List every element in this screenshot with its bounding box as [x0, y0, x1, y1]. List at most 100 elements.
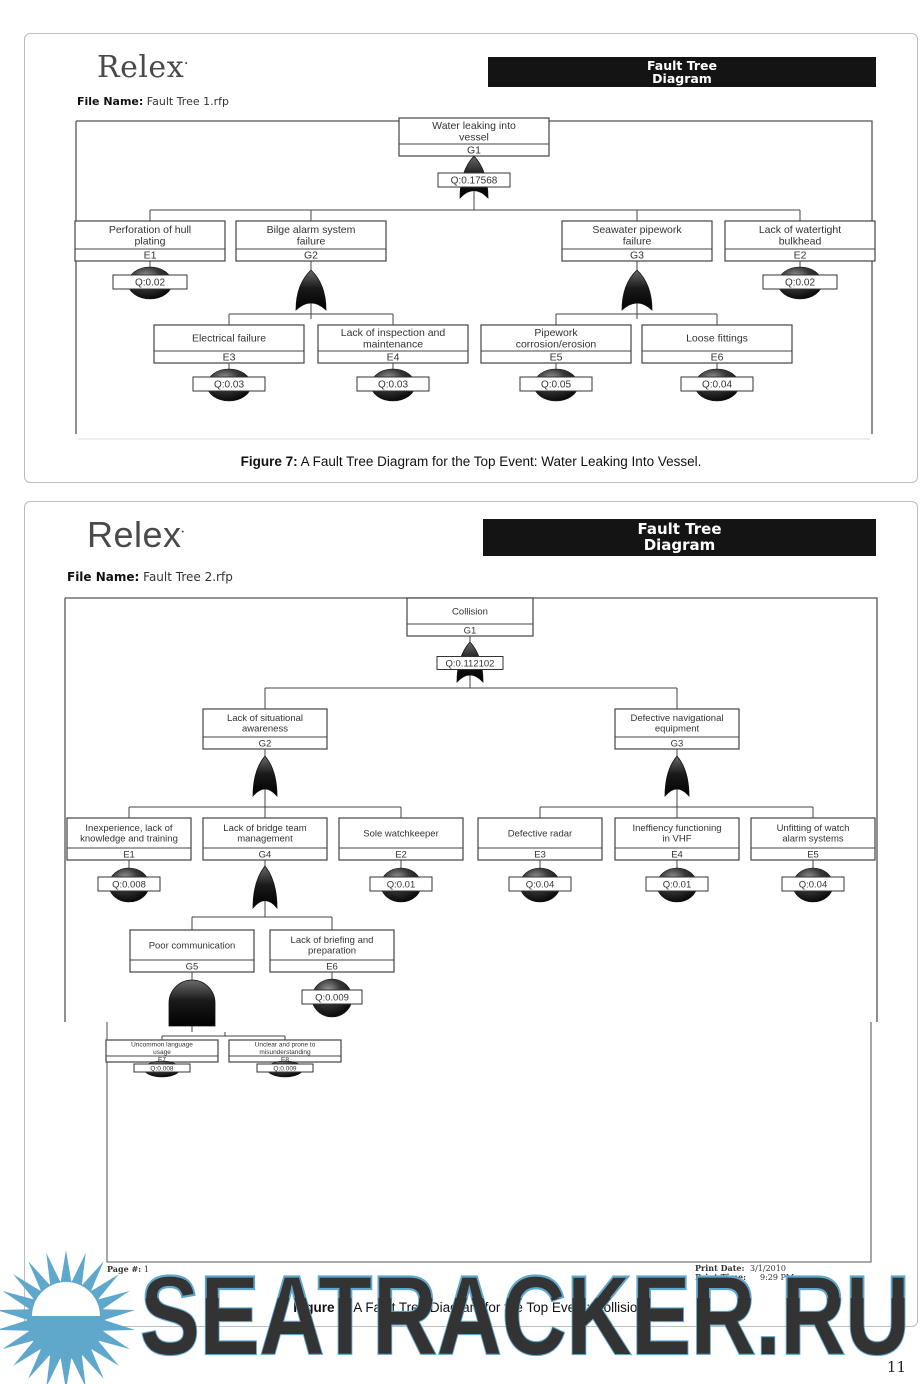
banner-line-2: Diagram	[652, 71, 712, 86]
event-id: G3	[671, 738, 684, 749]
page-label: Page #:	[107, 1264, 142, 1274]
event-id: E1	[123, 849, 135, 860]
relex-logo: Relex•	[97, 50, 189, 85]
probability-label: Q:0.04	[680, 376, 754, 392]
probability-label-frame	[680, 376, 754, 392]
caption-text: A Fault Tree Diagram for the Top Event: …	[297, 454, 702, 469]
probability-label-frame	[519, 376, 593, 392]
probability-value: Q:0.04	[526, 879, 555, 890]
probability-label-frame	[436, 656, 504, 670]
probability-label-frame	[762, 274, 838, 290]
file-name-label: File Name:	[67, 570, 140, 584]
event-label: bulkhead	[779, 235, 822, 247]
probability-value: Q:0.03	[378, 380, 408, 391]
probability-label: Q:0.01	[369, 876, 433, 892]
probability-label-frame	[781, 876, 845, 892]
trademark-mark: •	[181, 529, 185, 536]
event-id: G1	[464, 625, 477, 636]
event-box-frame	[724, 220, 876, 262]
probability-label-frame	[133, 1063, 191, 1073]
event-id: E2	[794, 250, 807, 262]
event-box-frame	[153, 324, 305, 364]
probability-label-frame	[97, 876, 161, 892]
print-time-label: Print Time:	[695, 1272, 747, 1282]
event-box-frame	[74, 220, 226, 262]
event-label: Lack of inspection and	[341, 327, 446, 339]
event-label: Loose fittings	[686, 333, 748, 345]
event-label: misunderstanding	[259, 1049, 311, 1056]
event-label: Collision	[452, 606, 488, 617]
event-label: Inexperience, lack of	[85, 823, 172, 834]
caption-text: A Fault Tree Diagram for the Top Event: …	[350, 1300, 649, 1315]
event-id: E6	[711, 352, 724, 364]
event-label: Water leaking into	[432, 120, 516, 132]
event-id: E2	[395, 849, 407, 860]
event-id: E1	[144, 250, 157, 262]
probability-label: Q:0.03	[356, 376, 430, 392]
event-label: Uncommon language	[131, 1042, 193, 1049]
event-label: Poor communication	[149, 940, 236, 951]
probability-label-frame	[192, 376, 266, 392]
event-label: preparation	[308, 946, 356, 957]
banner-line-1: Fault Tree	[646, 57, 718, 73]
fault-tree-diagram-banner: Fault Tree Diagram	[488, 57, 876, 87]
event-label: alarm systems	[782, 834, 843, 845]
figure-7-panel: Relex• Fault Tree Diagram File Name: Fau…	[24, 33, 918, 483]
event-label: usage	[153, 1049, 171, 1056]
sheet-frame	[75, 120, 873, 434]
event-box-frame	[561, 220, 713, 262]
probability-label: Q:0.03	[192, 376, 266, 392]
probability-value: Q:0.01	[387, 879, 416, 890]
or-gate-icon	[295, 269, 327, 311]
probability-label-frame	[369, 876, 433, 892]
file-name-value: Fault Tree 1.rfp	[146, 95, 229, 108]
event-id: G4	[259, 849, 272, 860]
probability-label: Q:0.17568	[437, 172, 511, 188]
file-name-label: File Name:	[77, 95, 144, 108]
event-label: Ineffiency functioning	[632, 823, 721, 834]
event-id: E6	[326, 961, 338, 972]
probability-value: Q:0.02	[785, 278, 815, 289]
banner-line-1: Fault Tree	[637, 519, 722, 538]
file-name-value: Fault Tree 2.rfp	[143, 570, 233, 584]
probability-label: Q:0.008	[133, 1063, 191, 1073]
probability-label-frame	[645, 876, 709, 892]
caption-label: Figure 8:	[293, 1300, 351, 1315]
probability-value: Q:0.04	[702, 380, 732, 391]
event-id: E5	[550, 352, 563, 364]
event-label: Defective radar	[508, 828, 572, 839]
probability-value: Q:0.009	[315, 992, 349, 1003]
sheet-frame-lower	[106, 1022, 872, 1263]
probability-label: Q:0.009	[301, 989, 363, 1005]
fault-tree-diagram-banner: Fault Tree Diagram	[483, 519, 876, 556]
probability-label: Q:0.02	[762, 274, 838, 290]
probability-label: Q:0.009	[256, 1063, 314, 1073]
fault-tree-1: Water leaking intovesselG1Q:0.17568Perfo…	[74, 117, 876, 440]
probability-label: Q:0.04	[508, 876, 572, 892]
and-gate-icon	[168, 979, 216, 1027]
event-label: Lack of situational	[227, 713, 303, 724]
print-info: Print Date: 3/1/2010 Print Time: 9:29 PM	[695, 1264, 794, 1283]
page-value: 1	[143, 1265, 149, 1274]
probability-label: Q:0.05	[519, 376, 593, 392]
event-label: Bilge alarm system	[267, 224, 356, 236]
figure-8-caption: Figure 8: A Fault Tree Diagram for the T…	[25, 1300, 917, 1315]
probability-value: Q:0.008	[150, 1065, 174, 1072]
event-id: E3	[534, 849, 546, 860]
event-id: G2	[304, 250, 318, 262]
event-id: E7	[158, 1056, 166, 1063]
event-id: G5	[186, 961, 199, 972]
